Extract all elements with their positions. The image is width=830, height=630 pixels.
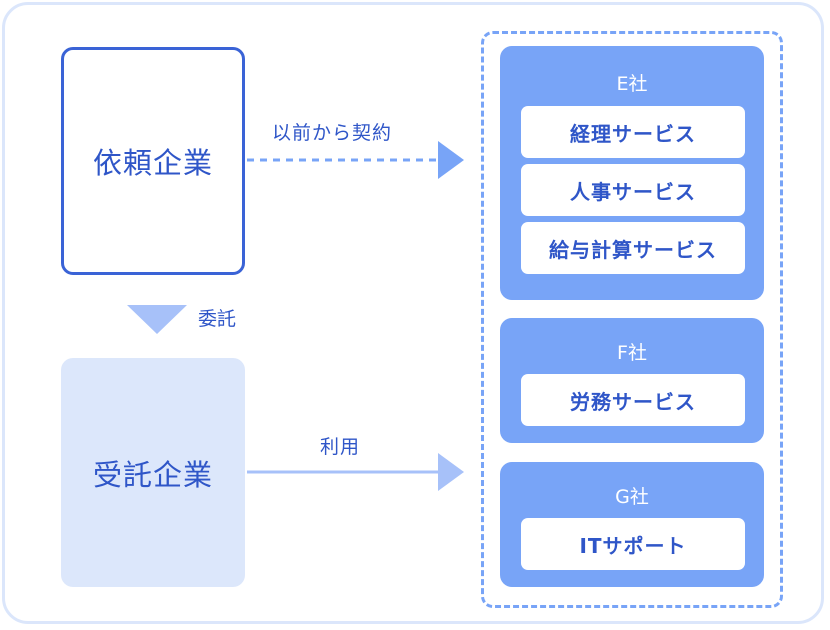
client-company-node: 依頼企業 xyxy=(61,47,245,275)
service-it-support: ITサポート xyxy=(521,518,745,570)
company-f-title: F社 xyxy=(617,342,647,364)
company-g-node: G社 ITサポート xyxy=(500,462,764,587)
company-e-title: E社 xyxy=(616,73,648,95)
service-hr: 人事サービス xyxy=(521,164,745,216)
use-edge-label: 利用 xyxy=(320,436,361,458)
client-company-label: 依頼企業 xyxy=(92,146,213,180)
delegation-arrow-icon xyxy=(127,305,187,334)
use-arrowhead-icon xyxy=(438,453,464,491)
service-accounting: 経理サービス xyxy=(521,106,745,158)
delegation-label: 委託 xyxy=(198,308,237,330)
service-payroll: 給与計算サービス xyxy=(521,222,745,274)
contractor-company-label: 受託企業 xyxy=(92,457,213,492)
service-labor: 労務サービス xyxy=(521,374,745,426)
company-e-node: E社 経理サービス 人事サービス 給与計算サービス xyxy=(500,46,764,300)
contract-arrowhead-icon xyxy=(438,141,464,179)
contract-edge-label: 以前から契約 xyxy=(272,122,393,144)
company-g-title: G社 xyxy=(615,486,649,508)
service-provider-group xyxy=(481,31,783,608)
contractor-company-node: 受託企業 xyxy=(61,358,245,587)
company-f-node: F社 労務サービス xyxy=(500,318,764,443)
